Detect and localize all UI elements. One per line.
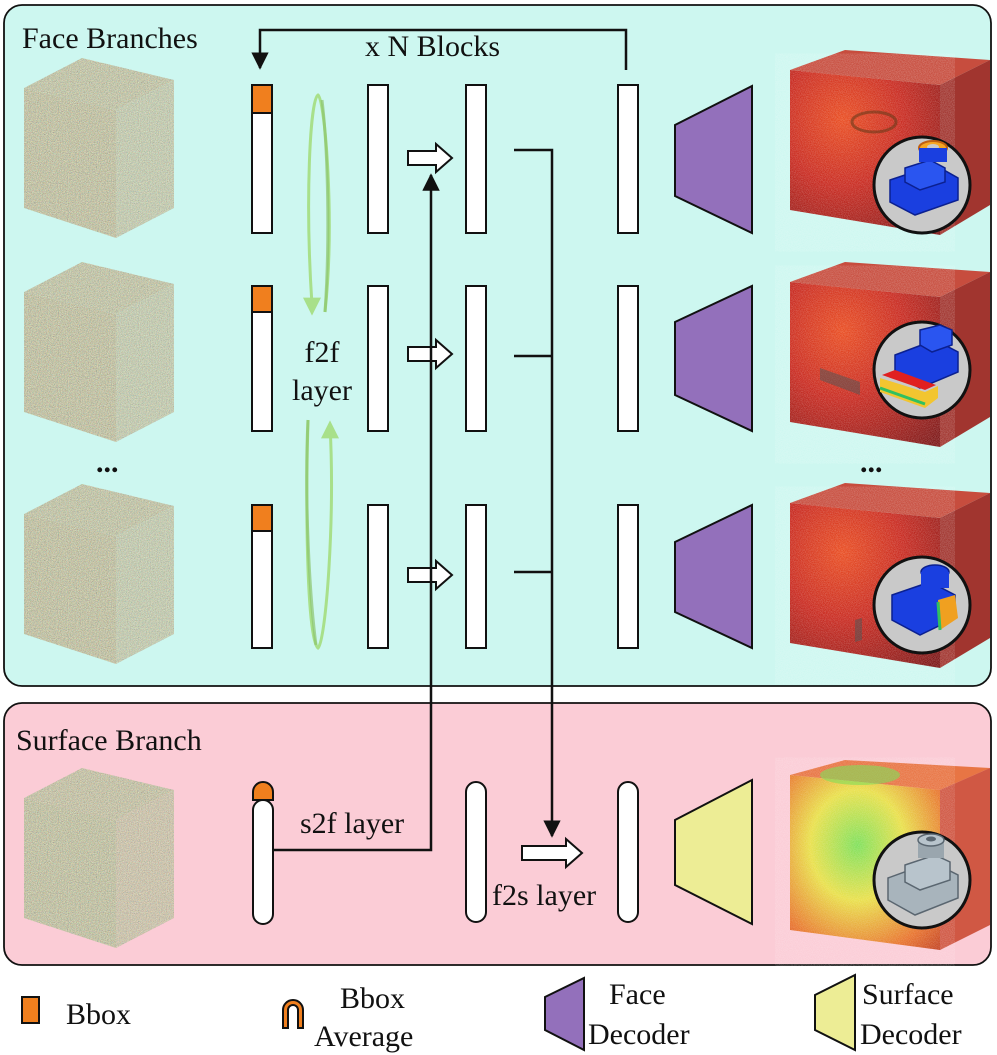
ellipsis-left: ... — [96, 446, 119, 479]
cad-inset-surface — [872, 830, 972, 930]
loop-arrow — [251, 28, 628, 70]
f2f-label-line2: layer — [292, 374, 352, 407]
legend-surface-decoder-line1: Surface — [862, 978, 954, 1011]
noise-cube-surface — [24, 768, 174, 948]
cad-inset-face-2 — [872, 320, 972, 420]
legend-surface-decoder-swatch — [814, 973, 856, 1052]
face-layer-bars-col2 — [367, 84, 389, 649]
f2f-label-line1: f2f — [305, 336, 340, 369]
legend-face-decoder-line2: Decoder — [588, 1018, 690, 1051]
ellipsis-right: ... — [860, 446, 883, 479]
legend-face-decoder-swatch — [544, 976, 585, 1052]
surface-layer-bar-2 — [617, 781, 639, 923]
legend-bbox-average-swatch — [282, 999, 304, 1029]
cad-inset-face-1 — [872, 135, 972, 235]
s2f-connector — [273, 173, 440, 852]
f2s-label: f2s layer — [492, 879, 596, 912]
surface-decoder — [674, 778, 753, 926]
face-layer-bars-col3 — [465, 84, 487, 649]
legend-bbox-swatch — [21, 996, 40, 1024]
legend-bbox-average-line2: Average — [314, 1020, 413, 1053]
noise-cube-3 — [24, 484, 174, 664]
face-output-cube-2 — [790, 262, 990, 447]
surface-branch-title: Surface Branch — [16, 724, 202, 757]
face-branches-title: Face Branches — [22, 22, 198, 55]
face-output-cube-1 — [790, 50, 990, 235]
cad-inset-face-3 — [872, 555, 972, 655]
surface-layer-bar-1 — [465, 781, 487, 923]
face-token-bar-2 — [251, 285, 273, 432]
noise-cube-1 — [24, 58, 174, 238]
face-token-bar-1 — [251, 84, 273, 234]
legend-surface-decoder-line2: Decoder — [860, 1018, 962, 1051]
legend-face-decoder-line1: Face — [609, 978, 666, 1011]
loop-label: x N Blocks — [365, 30, 500, 63]
face-layer-bars-col4 — [617, 84, 639, 649]
surface-hollow-arrow — [521, 836, 584, 870]
legend: Bbox Bbox Average Face Decoder Surface D… — [21, 973, 962, 1053]
face-decoders — [674, 84, 753, 650]
legend-bbox-average-line1: Bbox — [340, 982, 405, 1015]
s2f-label: s2f layer — [300, 807, 404, 840]
f2f-ellipse-arrows — [303, 93, 339, 651]
face-token-bar-3 — [251, 504, 273, 649]
legend-bbox-label: Bbox — [66, 998, 131, 1031]
f2s-connector — [514, 148, 561, 838]
surface-token-bar — [252, 781, 274, 925]
noise-cube-2 — [24, 262, 174, 442]
face-output-cube-3 — [790, 483, 990, 668]
